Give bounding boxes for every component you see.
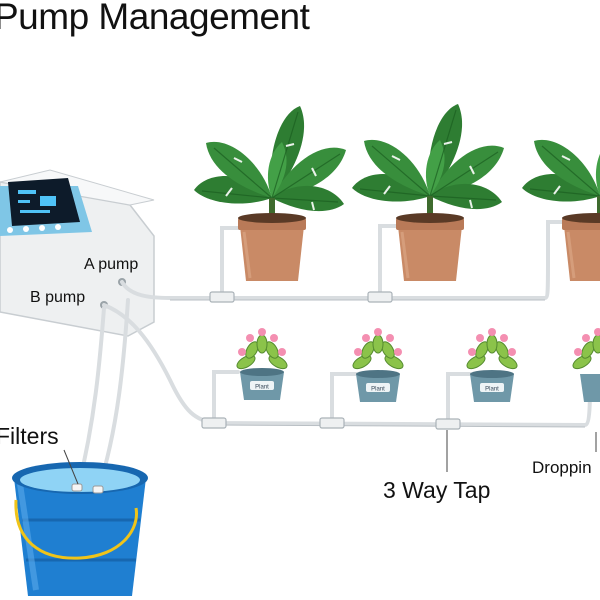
succulent-planter-2: Plant [350, 327, 406, 402]
succulent-planter-4 [570, 327, 600, 402]
filters [71, 483, 104, 494]
pump-screen-readout [18, 190, 56, 213]
callout-lines [63, 430, 597, 485]
water-bucket [12, 462, 148, 596]
succulent-planter-1: Plant [234, 327, 290, 400]
dropping-label: Droppin [532, 458, 592, 477]
monstera-plant-2 [351, 103, 505, 283]
a-pump-label: A pump [84, 256, 139, 273]
pump-controller [0, 169, 155, 337]
monstera-plant-1 [193, 105, 347, 283]
three-way-tap [201, 417, 461, 430]
three-way-tap-label: 3 Way Tap [383, 477, 491, 503]
pump-buttons [7, 224, 61, 233]
b-pump-label: B pump [30, 289, 86, 306]
tubing-shadow [170, 299, 586, 428]
planter-label: Plant [485, 387, 499, 393]
succulent-planter-3: Plant [464, 327, 520, 402]
bucket-handle [14, 499, 138, 560]
tubing [76, 220, 592, 492]
page-title: Pump Management [0, 0, 310, 37]
planter-label: Plant [255, 385, 269, 391]
planter-label: Plant [371, 387, 385, 393]
filters-label: Filters [0, 423, 59, 449]
tee-connectors-upper [209, 291, 393, 303]
bucket-water [20, 468, 140, 492]
monstera-plant-3 [521, 103, 600, 283]
